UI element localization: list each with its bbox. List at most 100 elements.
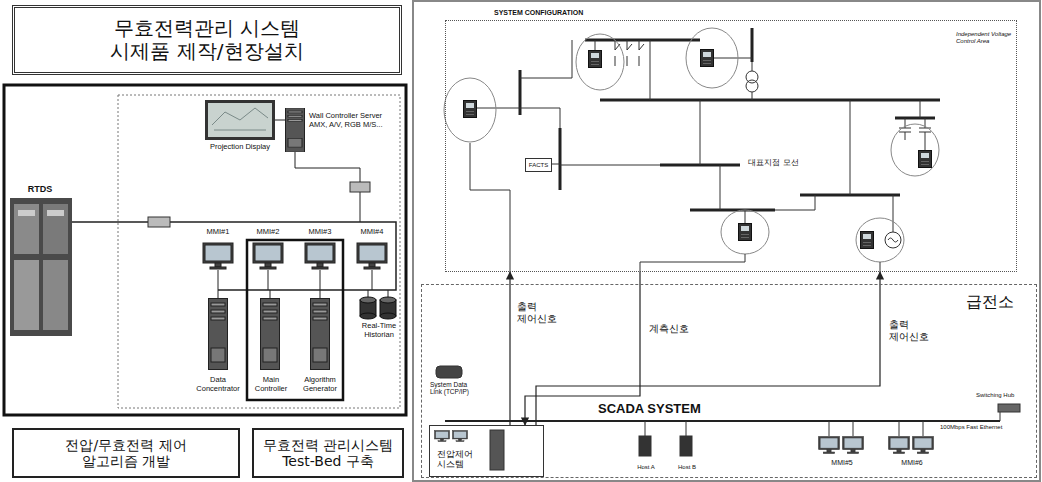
node-text: MMI#6 bbox=[901, 459, 922, 467]
control-area-circle bbox=[444, 78, 496, 142]
equipment-label: Main Controller bbox=[249, 376, 293, 393]
monitor-icon bbox=[357, 243, 387, 269]
node-text: MMI#3 bbox=[309, 228, 332, 237]
power-network bbox=[444, 28, 940, 272]
title-box: 무효전력관리 시스템 시제품 제작/현장설치 bbox=[12, 5, 402, 75]
monitor-icon bbox=[253, 243, 283, 269]
hub-icon bbox=[998, 404, 1020, 412]
panel-frame bbox=[413, 1, 1040, 481]
node-text: Algorithm Generator bbox=[298, 376, 342, 393]
control-area-circle bbox=[721, 210, 769, 254]
panel-frame bbox=[4, 85, 406, 415]
control-system-box: 전압제어 시스템 bbox=[429, 425, 544, 477]
controller-icon bbox=[701, 50, 714, 67]
bus-label: 대표지점 모선 bbox=[748, 158, 799, 167]
node-text: 전압/무효전력 제어 알고리즘 개발 bbox=[41, 437, 211, 469]
equipment-label: Algorithm Generator bbox=[298, 376, 342, 393]
node-text: Host A bbox=[637, 464, 655, 471]
server-icon bbox=[209, 299, 228, 370]
node-text: 무효전력관리 시스템 시제품 제작/현장설치 bbox=[107, 17, 307, 63]
control-area-circle bbox=[891, 124, 939, 176]
node-text: Data Concentrator bbox=[195, 376, 241, 393]
left-panel bbox=[4, 85, 406, 415]
controller-icon bbox=[589, 51, 602, 68]
monitor-icon bbox=[913, 437, 934, 454]
cabinet-icon bbox=[490, 430, 504, 470]
facts-box: FACTS bbox=[525, 158, 552, 172]
host-icon bbox=[680, 436, 692, 456]
host-icon bbox=[639, 436, 651, 456]
equipment-label: Data Concentrator bbox=[195, 376, 241, 393]
screen-map bbox=[212, 108, 268, 130]
capacitor-symbol bbox=[899, 118, 931, 140]
node-text: 전압제어 시스템 bbox=[437, 449, 483, 470]
ethernet-bus bbox=[445, 420, 1000, 422]
monitor-icon bbox=[843, 437, 864, 454]
monitor-icon bbox=[435, 430, 450, 441]
node-text: FACTS bbox=[529, 162, 548, 169]
node-text: MMI#5 bbox=[831, 459, 852, 467]
node-text: SYSTEM CONFIGURATION bbox=[494, 9, 583, 17]
generator-symbol bbox=[885, 232, 901, 248]
node-text: Main Controller bbox=[249, 376, 293, 393]
wire bbox=[360, 192, 361, 222]
control-area-circle bbox=[856, 218, 904, 262]
server-icon bbox=[261, 299, 280, 370]
monitor-icon bbox=[305, 243, 335, 269]
line bbox=[477, 40, 925, 232]
control-area-region: SYSTEM CONFIGURATIONIndependent Voltage … bbox=[445, 20, 1017, 272]
node-text: Host B bbox=[678, 464, 696, 471]
switch bbox=[350, 182, 370, 192]
control-area-circle bbox=[576, 34, 624, 90]
controller-icon bbox=[739, 224, 752, 241]
equipment-label: Wall Controller Server AMX, A/V, RGB M/S… bbox=[309, 112, 399, 129]
node-text: MMI#1 bbox=[207, 228, 230, 237]
equipment-label: MMI#2 bbox=[257, 228, 280, 237]
monitor-icon bbox=[453, 430, 468, 441]
signal-label: 계측신호 bbox=[648, 322, 690, 336]
switch-symbol bbox=[615, 40, 644, 66]
projection-screen bbox=[205, 100, 275, 140]
server-icon bbox=[311, 299, 330, 370]
right-panel bbox=[413, 1, 1040, 481]
monitor-icon bbox=[819, 437, 840, 454]
database-icon bbox=[360, 297, 396, 319]
node-text: Projection Display bbox=[210, 143, 270, 152]
data-link-icon bbox=[436, 366, 462, 378]
wire bbox=[218, 270, 388, 298]
rtds-rack bbox=[10, 198, 72, 336]
node-text: RTDS bbox=[28, 184, 53, 194]
node-text: MMI#2 bbox=[257, 228, 280, 237]
signal-label: 출력 제어신호 bbox=[516, 300, 560, 325]
equipment-label: MMI#4 bbox=[361, 228, 384, 237]
wire bbox=[295, 152, 360, 182]
host-label: Host B bbox=[678, 464, 696, 471]
wire bbox=[275, 120, 285, 121]
signal-label: 출력 제어신호 bbox=[888, 318, 932, 343]
control-area-circle bbox=[686, 28, 738, 88]
mmi-label: MMI#6 bbox=[901, 459, 922, 467]
signal-connector bbox=[536, 272, 880, 425]
equipment-label: MMI#1 bbox=[207, 228, 230, 237]
task-box: 무효전력 관리시스템 Test-Bed 구축 bbox=[252, 428, 404, 478]
dashed-frame bbox=[118, 95, 400, 408]
equipment-label: Projection Display bbox=[210, 143, 270, 152]
device-label: Switching Hub bbox=[976, 392, 1014, 399]
equipment-label: MMI#3 bbox=[309, 228, 332, 237]
transformer-symbol bbox=[746, 80, 758, 92]
task-box: 전압/무효전력 제어 알고리즘 개발 bbox=[12, 428, 240, 478]
dispatch-equipment bbox=[435, 366, 1021, 470]
node-text: Real-Time Historian bbox=[359, 322, 399, 339]
node-text: Wall Controller Server AMX, A/V, RGB M/S… bbox=[309, 112, 399, 129]
projection-screen bbox=[208, 103, 272, 137]
dispatch-center-region: 급전소전압제어 시스템Host AHost BMMI#5MMI#6 bbox=[421, 284, 1037, 478]
controller-icon bbox=[464, 101, 477, 118]
mmi-label: MMI#5 bbox=[831, 459, 852, 467]
network-label: 100Mbps Fast Ethernet bbox=[940, 424, 1002, 431]
signal-connector bbox=[509, 272, 510, 425]
monitor-icon bbox=[889, 437, 910, 454]
controller-icon bbox=[861, 232, 874, 249]
equipment-label: Real-Time Historian bbox=[359, 322, 399, 339]
signal-line bbox=[470, 143, 880, 272]
node-text: MMI#4 bbox=[361, 228, 384, 237]
